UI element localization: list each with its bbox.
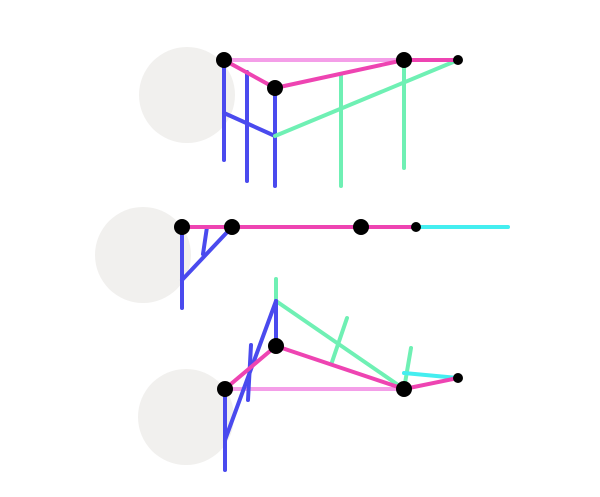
top-mint-diagonal	[273, 58, 460, 138]
diagram-middle	[95, 207, 510, 310]
diagram-top	[139, 47, 463, 188]
top-node-3	[396, 52, 412, 68]
bottom-mint-diagonal	[274, 299, 406, 391]
bottom-node-3	[396, 381, 412, 397]
bottom-node-end	[453, 373, 463, 383]
bottom-blue-brace	[246, 343, 253, 402]
top-node-1	[216, 52, 232, 68]
middle-blue-brace	[201, 225, 209, 256]
top-node-2	[267, 80, 283, 96]
middle-node-3	[353, 219, 369, 235]
middle-node-1	[174, 219, 190, 235]
top-base-circle	[139, 47, 235, 143]
bottom-cyan-segment	[402, 371, 460, 380]
middle-node-end	[411, 222, 421, 232]
middle-blue-diagonal	[180, 225, 234, 282]
bottom-mint-brace-1	[330, 316, 349, 364]
bottom-node-2	[268, 338, 284, 354]
bottom-base-circle	[138, 369, 234, 465]
bottom-node-1	[217, 381, 233, 397]
bottom-magenta-beam	[223, 344, 460, 391]
top-magenta-beam	[222, 58, 460, 90]
top-blue-brace	[222, 111, 277, 138]
diagram-bottom	[138, 277, 463, 472]
middle-node-2	[224, 219, 240, 235]
top-node-end	[453, 55, 463, 65]
middle-base-circle	[95, 207, 191, 303]
